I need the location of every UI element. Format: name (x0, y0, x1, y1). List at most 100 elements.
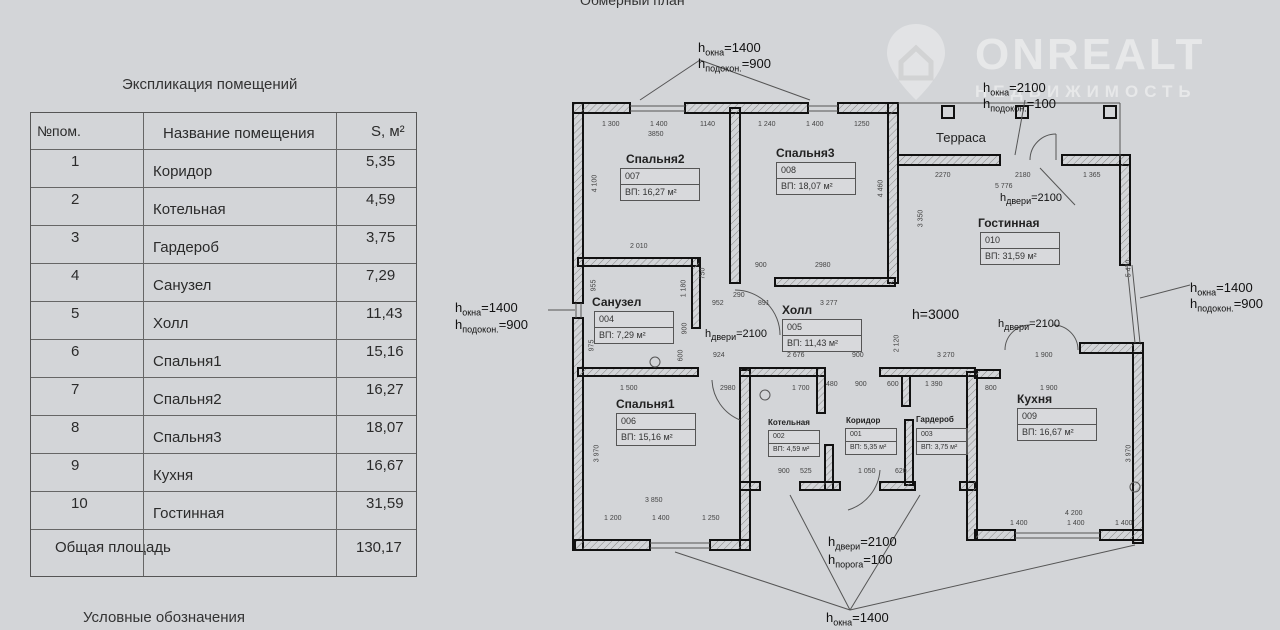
dimension-label: 800 (985, 385, 997, 392)
table-cell-name: Спальня3 (153, 429, 222, 446)
table-cell-area: 31,59 (366, 495, 404, 512)
note-sub: окна (705, 47, 725, 58)
table-row-divider (31, 263, 416, 264)
note-sub: подокон. (705, 63, 742, 74)
dimension-label: 3850 (648, 131, 664, 138)
note-h: h (828, 552, 836, 567)
dimension-label: 3 277 (820, 300, 838, 307)
dimension-label: 1 250 (702, 515, 720, 522)
dimension-label: 3 270 (937, 352, 955, 359)
dimension-label: 620 (895, 468, 907, 475)
note-h: h (455, 317, 463, 332)
note-val: =1400 (1216, 280, 1253, 295)
dimension-label: 1 400 (806, 121, 824, 128)
dimension-label: 480 (826, 381, 838, 388)
note-h: h (828, 534, 836, 549)
room-code: 008 (777, 163, 855, 179)
room-area: ВП: 15,16 м² (621, 432, 673, 442)
note-top-window: hокна=1400 (698, 40, 761, 58)
room-code: 010 (981, 233, 1059, 249)
room-area: ВП: 4,59 м² (773, 446, 810, 453)
note-val: =900 (741, 56, 771, 71)
note-h: h (455, 300, 463, 315)
note-terrace-window: hокна=2100 (983, 80, 1046, 98)
note-val: =1400 (852, 610, 889, 625)
room-area: ВП: 11,43 м² (787, 338, 839, 348)
note-val: =2100 (860, 534, 897, 549)
note-sub: двери (711, 332, 737, 343)
note-h: h (705, 328, 712, 340)
note-h: h (983, 80, 991, 95)
table-cell-num: 10 (71, 495, 88, 512)
dimension-label: 1 900 (1035, 352, 1053, 359)
plan-title: Обмерный план (580, 0, 685, 8)
dimension-label: 1 180 (680, 279, 688, 298)
dimension-label: 1 300 (602, 121, 620, 128)
note-sub: двери (1006, 196, 1032, 207)
room-name-bathroom: Санузел (592, 295, 642, 309)
table-cell-area: 5,35 (366, 153, 396, 170)
table-row-divider (31, 339, 416, 340)
table-cell-area: 15,16 (366, 343, 404, 360)
table-col-divider (336, 113, 337, 576)
table-row-divider (31, 301, 416, 302)
note-hall-door: hдвери=2100 (705, 328, 767, 342)
room-code: 002 (769, 431, 819, 444)
note-h: h (1000, 192, 1007, 204)
table-col-divider (143, 113, 144, 576)
table-cell-name: Гардероб (153, 239, 219, 256)
table-cell-name: Спальня2 (153, 391, 222, 408)
note-h: h (826, 610, 834, 625)
note-sub: двери (1004, 322, 1030, 333)
dimension-label: 900 (855, 381, 867, 388)
dimension-label: 3 970 (593, 444, 601, 463)
dimension-label: 1 365 (1083, 172, 1101, 179)
dimension-label: 952 (712, 300, 724, 307)
table-row-divider (31, 187, 416, 188)
explication-title: Экспликация помещений (122, 76, 298, 93)
room-code: 003 (917, 429, 967, 442)
dimension-label: 4 200 (1065, 510, 1083, 517)
table-row-divider (31, 529, 416, 530)
dimension-label: 1140 (700, 121, 716, 128)
note-threshold: hпорога=100 (828, 552, 893, 570)
dimension-label: 3 970 (1125, 444, 1133, 463)
dimension-label: 1 400 (652, 515, 670, 522)
table-cell-num: 4 (71, 267, 80, 284)
room-code: 004 (595, 312, 673, 328)
total-area: 130,17 (356, 539, 402, 556)
room-name-corridor: Коридор (846, 416, 881, 425)
table-cell-num: 6 (71, 343, 80, 360)
header-area: S, м² (371, 123, 405, 140)
table-row-divider (31, 415, 416, 416)
total-label: Общая площадь (55, 539, 171, 556)
room-area: ВП: 3,75 м² (921, 444, 958, 451)
room-area: ВП: 16,27 м² (625, 187, 677, 197)
dimension-label: 1 400 (1010, 520, 1028, 527)
note-val: =1400 (481, 300, 518, 315)
room-code: 009 (1018, 409, 1096, 425)
dimension-label: 1250 (854, 121, 870, 128)
note-val: =2100 (1009, 80, 1046, 95)
table-row-divider (31, 149, 416, 150)
dimension-label: 5 776 (995, 183, 1013, 190)
table-row-divider (31, 225, 416, 226)
table-row-divider (31, 377, 416, 378)
dimension-label: 955 (590, 279, 598, 292)
table-row-divider (31, 491, 416, 492)
note-h: h (698, 40, 706, 55)
table-cell-area: 16,27 (366, 381, 404, 398)
dimension-label: 2 120 (893, 334, 901, 353)
table-cell-num: 3 (71, 229, 80, 246)
note-val: =2100 (1029, 318, 1061, 330)
dimension-label: 1 240 (758, 121, 776, 128)
note-val: =1400 (724, 40, 761, 55)
watermark-sub: НЕДВИЖИМОСТЬ (975, 82, 1197, 101)
